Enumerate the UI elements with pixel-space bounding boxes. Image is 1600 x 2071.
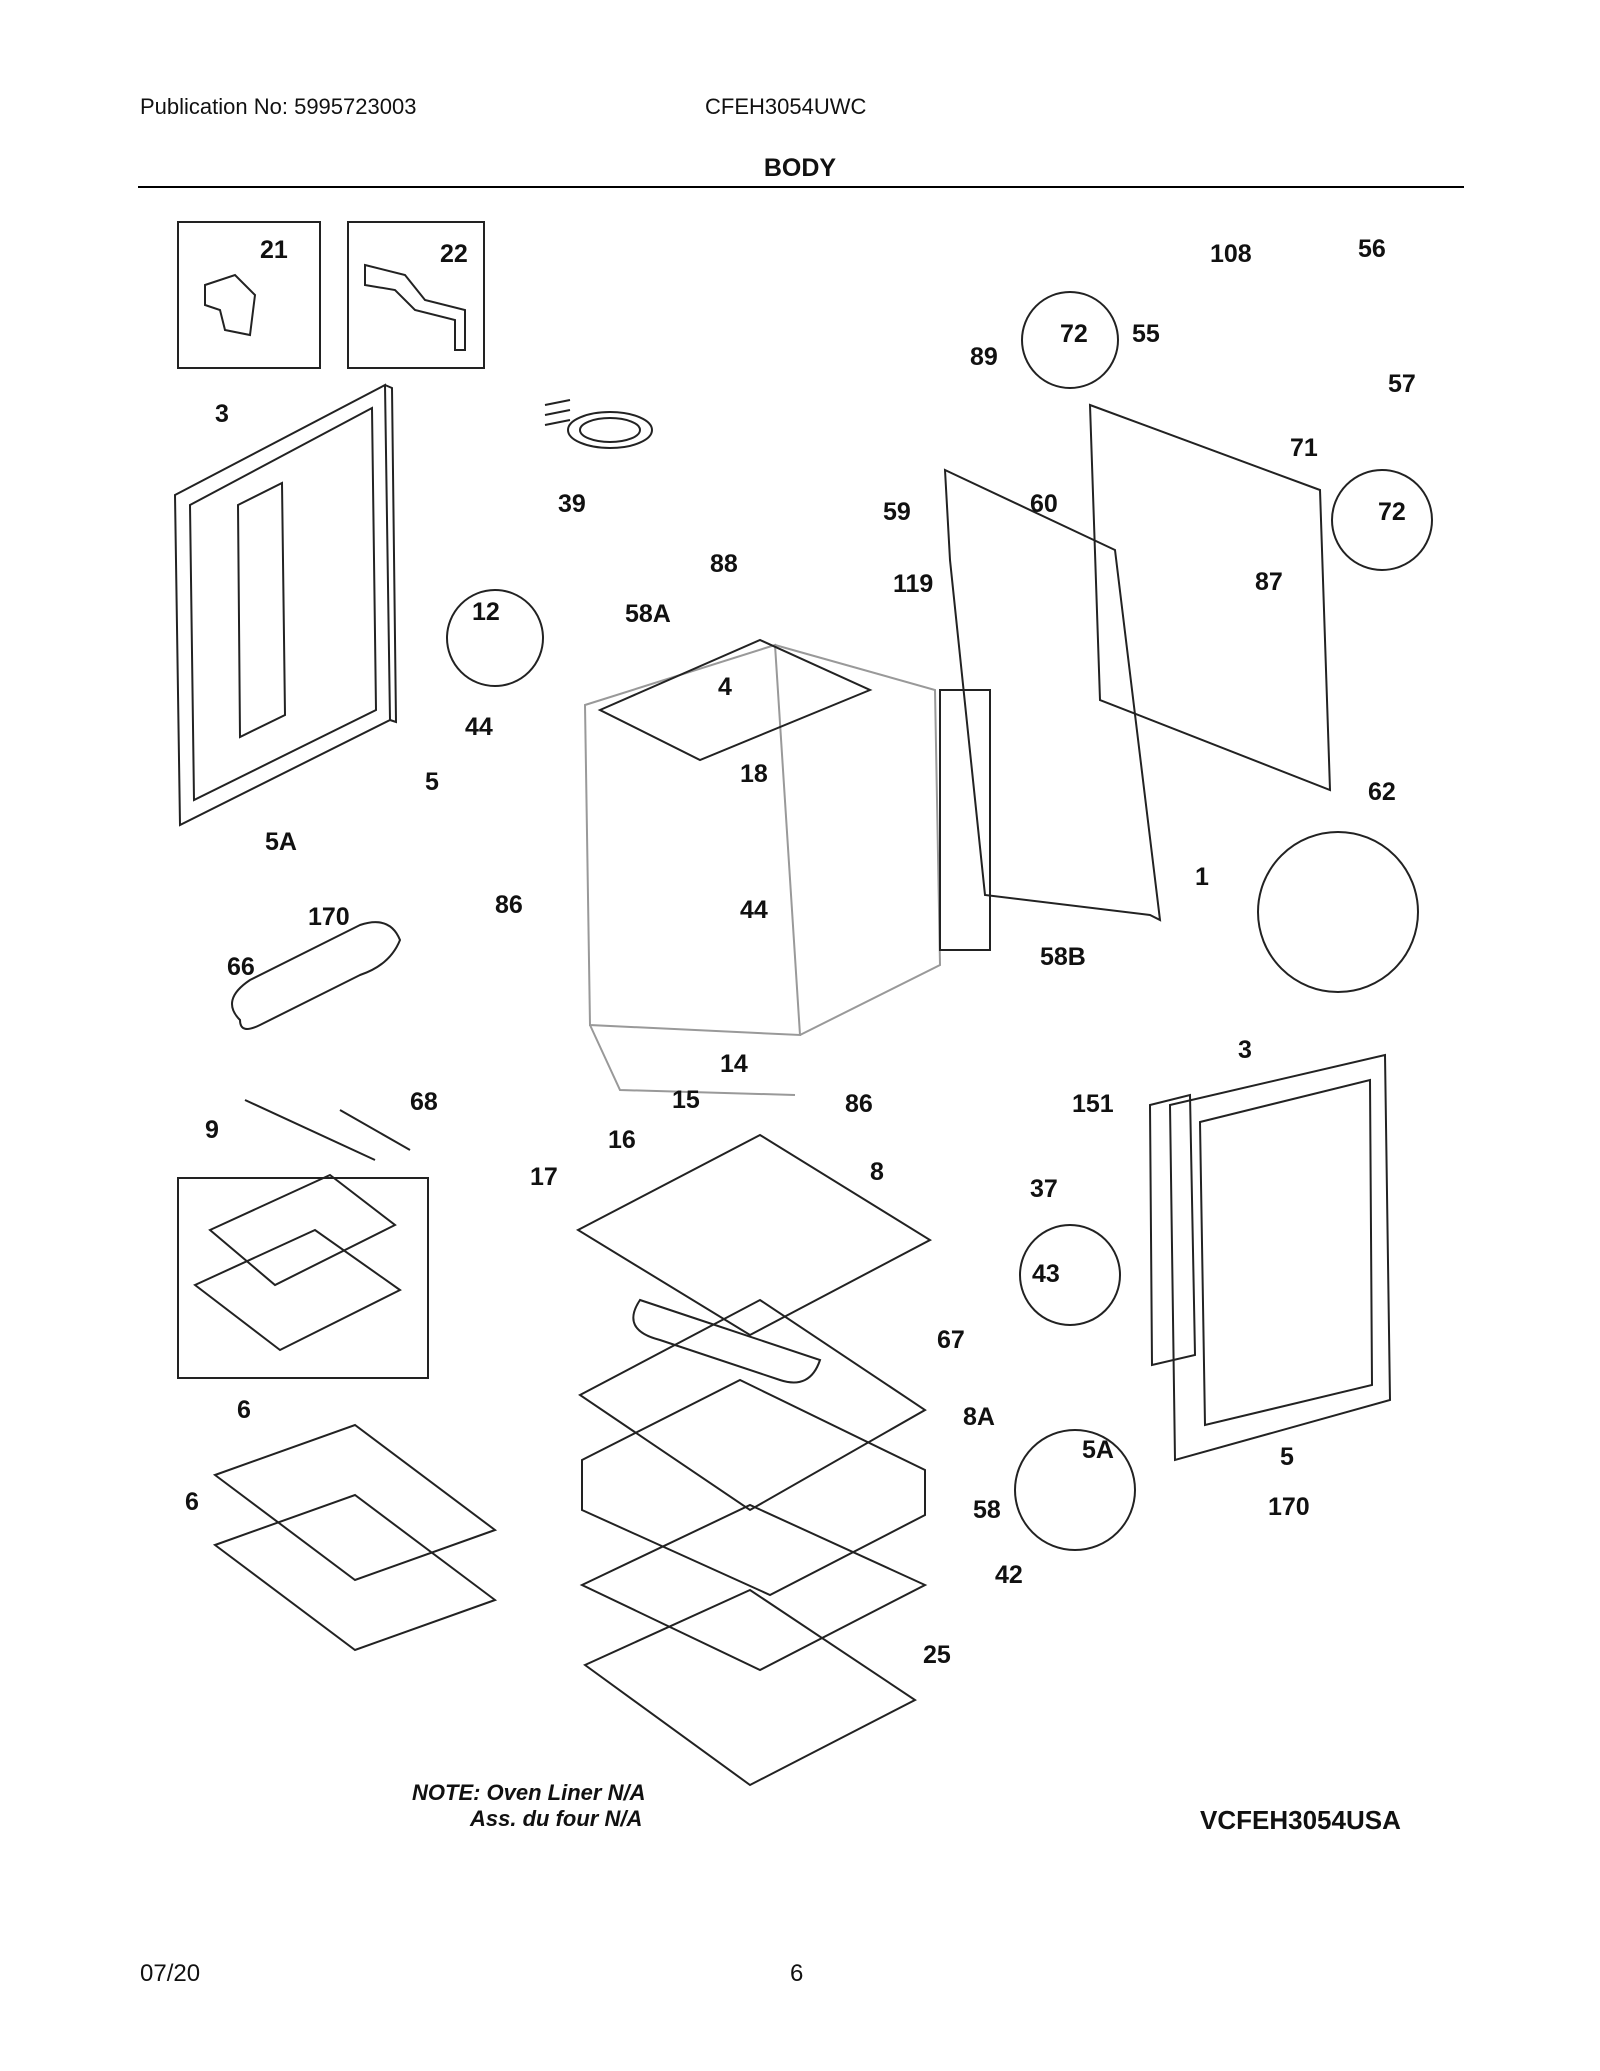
insulation-58 [581,1378,926,1597]
callout-label: 1 [1195,863,1209,891]
page-number: 6 [790,1960,804,1987]
drawing-id: VCFEH3054USA [1200,1805,1401,1835]
callout-label: 59 [883,498,911,526]
callout-label: 151 [1072,1090,1114,1118]
callout-label: 42 [995,1561,1023,1589]
note-oven-liner: NOTE: Oven Liner N/A [412,1780,646,1805]
inset-box-21 [177,221,321,369]
door-left [173,383,398,827]
back-panel-71 [1088,403,1332,792]
oven-bottom-frame-8a [578,1298,927,1512]
callout-label: 58A [625,600,671,628]
callout-labels: 21 22 3 39 12 44 5 5A 170 66 68 9 6 6 58… [185,235,1416,1669]
callout-label: 4 [718,673,732,701]
part-22-bracket [364,263,466,351]
callout-label: 6 [237,1396,251,1424]
revision-date: 07/20 [140,1960,201,1987]
callout-label: 58B [1040,943,1086,971]
callout-label: 21 [260,236,288,264]
callout-label: 8A [963,1403,995,1431]
header-rule [138,186,1464,188]
callout-label: 170 [308,903,350,931]
inset-box-22 [347,221,485,369]
callout-label: 44 [740,896,768,924]
callout-label: 89 [970,343,998,371]
callout-label: 86 [845,1090,873,1118]
callout-label: 68 [410,1088,438,1116]
callout-label: 87 [1255,568,1283,596]
bake-element-67 [632,1298,822,1384]
detail-circle-43 [1019,1224,1121,1326]
callout-label: 14 [720,1050,748,1078]
callout-label: 43 [1032,1260,1060,1288]
callout-label: 12 [472,598,500,626]
callout-label: 62 [1368,778,1396,806]
element-support-68 [244,1099,411,1161]
callout-label: 37 [1030,1175,1058,1203]
callout-label: 5A [1082,1436,1114,1464]
oven-bottom-8 [575,1133,933,1337]
callout-label: 39 [558,490,586,518]
callout-label: 3 [215,400,229,428]
model-number: CFEH3054UWC [705,94,867,119]
bottom-panel-42 [579,1503,928,1672]
callout-label: 58 [973,1496,1001,1524]
callout-label: 108 [1210,240,1252,268]
callout-label: 9 [205,1116,219,1144]
callout-label: 119 [893,570,933,598]
door-right [1148,1053,1392,1462]
detail-circle-72-top [1021,291,1119,389]
callout-label: 25 [923,1641,951,1669]
oven-cavity [583,643,942,1096]
insulation-58b [939,689,991,951]
callout-label: 57 [1388,370,1416,398]
callout-label: 66 [227,953,255,981]
publication-number: Publication No: 5995723003 [140,94,417,119]
callout-label: 3 [1238,1036,1252,1064]
oven-insulation-58a [597,638,873,762]
callout-label: 15 [672,1086,700,1114]
callout-label: 44 [465,713,493,741]
callout-label: 5A [265,828,297,856]
detail-circle-72-right [1331,469,1433,571]
callout-label: 72 [1060,320,1088,348]
callout-label: 17 [530,1163,558,1191]
callout-label: 86 [495,891,523,919]
note-oven-liner-fr: Ass. du four N/A [470,1806,643,1831]
detail-circle-5a [1014,1429,1136,1551]
bake-element-66 [231,921,402,1030]
callout-label: 8 [870,1158,884,1186]
callout-label: 170 [1268,1493,1310,1521]
bottom-cover-25 [583,1588,917,1787]
section-title: BODY [763,154,837,182]
oven-rack-upper [212,1423,498,1582]
rear-panel-1 [943,468,1162,922]
callout-label: 60 [1030,490,1058,518]
callout-label: 18 [740,760,768,788]
broil-pan-9 [193,1173,402,1352]
callout-label: 88 [710,550,738,578]
detail-circle-12 [446,589,544,687]
wire-harness-39 [544,399,653,449]
callout-label: 5 [1280,1443,1294,1471]
callout-label: 16 [608,1126,636,1154]
callout-label: 72 [1378,498,1406,526]
detail-circle-62 [1257,831,1419,993]
oven-rack-lower [212,1493,498,1652]
part-21-bracket [204,273,257,337]
callout-label: 56 [1358,235,1386,263]
callout-label: 55 [1132,320,1160,348]
callout-label: 22 [440,240,468,268]
callout-label: 5 [425,768,439,796]
callout-label: 67 [937,1326,965,1354]
inset-box-9 [177,1177,429,1379]
callout-label: 6 [185,1488,199,1516]
callout-label: 71 [1290,434,1318,462]
